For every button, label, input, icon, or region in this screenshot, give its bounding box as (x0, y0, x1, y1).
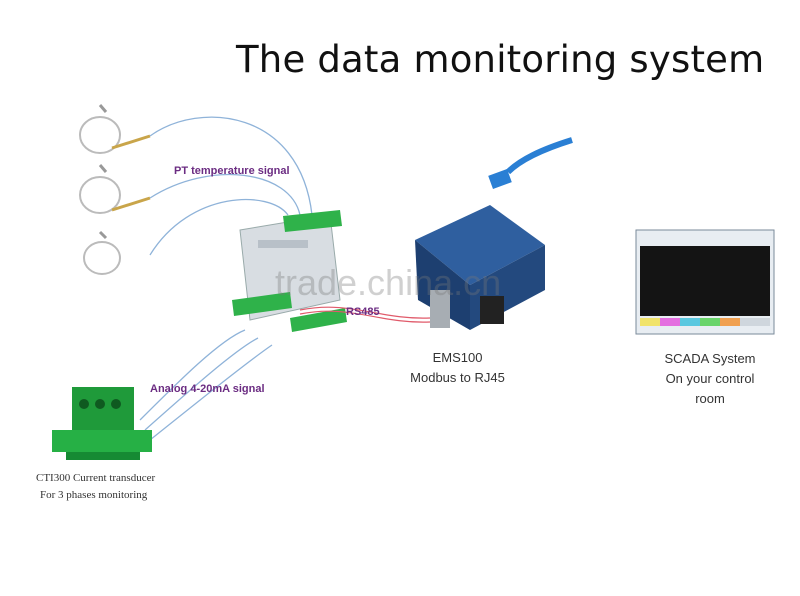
ems100-name: EMS100 (432, 350, 483, 365)
scada-caption: SCADA System On your control room (645, 349, 775, 409)
ems100-caption: EMS100 Modbus to RJ45 (395, 348, 520, 388)
analog-wires (139, 329, 273, 441)
scada-screen-icon (635, 229, 775, 335)
pt-sensor-2-icon (79, 164, 151, 214)
daq-module-icon (232, 210, 347, 332)
transducer-caption: CTI300 Current transducer For 3 phases m… (36, 470, 155, 504)
cti300-transducer-icon (52, 387, 152, 460)
ethernet-cable-icon (488, 137, 573, 189)
scada-desc-1: On your control (665, 371, 755, 386)
rs485-label: RS485 (346, 306, 380, 318)
scada-name: SCADA System (664, 351, 756, 366)
page-title: The data monitoring system (236, 38, 765, 81)
pt-signal-label: PT temperature signal (174, 165, 290, 177)
sensor-wires (149, 116, 313, 256)
pt-sensor-1-icon (79, 104, 151, 154)
ems100-converter-icon (415, 205, 545, 330)
rs485-cable (299, 306, 431, 323)
transducer-desc: For 3 phases monitoring (40, 489, 148, 501)
transducer-name: CTI300 Current transducer (36, 472, 156, 484)
scada-desc-2: room (695, 391, 725, 406)
watermark: trade.china.cn (275, 262, 502, 303)
ems100-desc: Modbus to RJ45 (410, 370, 505, 385)
analog-signal-label: Analog 4-20mA signal (150, 383, 265, 395)
pt-sensor-3-icon (83, 230, 121, 275)
